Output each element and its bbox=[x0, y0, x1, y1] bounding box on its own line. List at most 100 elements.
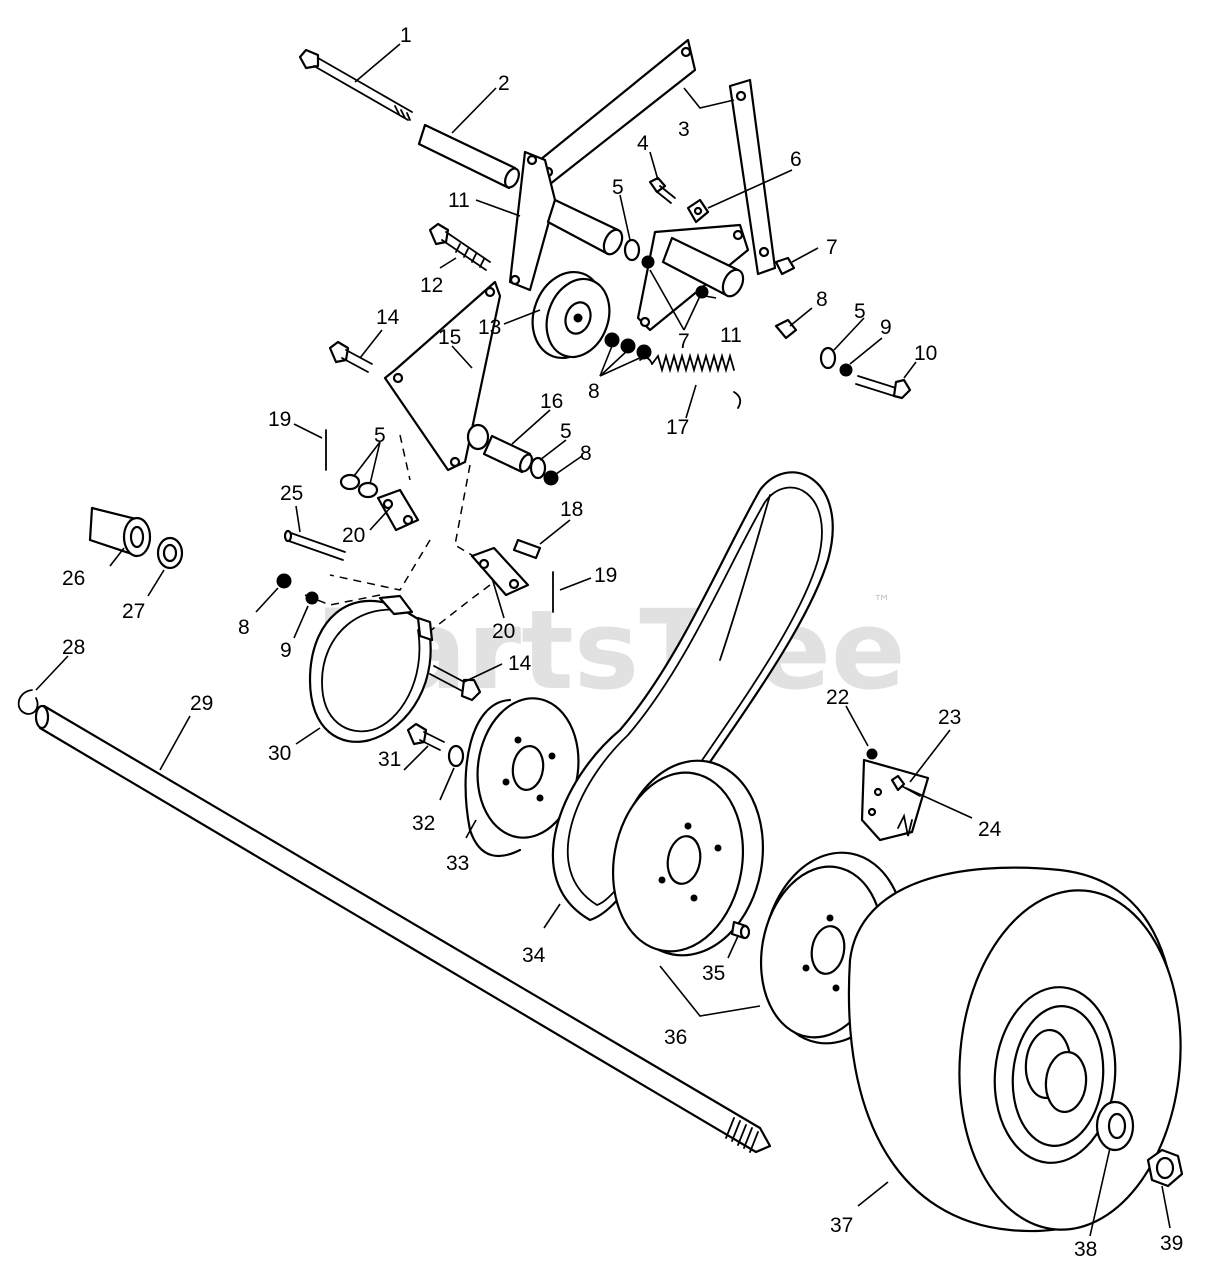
callout-19: 19 bbox=[594, 564, 617, 587]
callout-labels: 1 2 3 4 5 6 7 11 12 7 11 13 8 5 9 10 8 1… bbox=[62, 24, 1183, 1261]
callout-5: 5 bbox=[854, 300, 866, 323]
callout-11: 11 bbox=[448, 189, 470, 212]
part-36-pulley bbox=[611, 759, 765, 957]
callout-6: 6 bbox=[790, 148, 802, 171]
part-8-nut bbox=[604, 332, 620, 348]
part-37-wheel bbox=[847, 866, 1182, 1233]
part-8-nut bbox=[543, 470, 559, 486]
callout-5: 5 bbox=[374, 424, 386, 447]
part-9-lock-nut bbox=[305, 591, 319, 605]
callout-20: 20 bbox=[492, 620, 515, 643]
callout-28: 28 bbox=[62, 636, 85, 659]
callout-35: 35 bbox=[702, 962, 725, 985]
callout-14: 14 bbox=[376, 306, 400, 329]
dashed-link bbox=[399, 434, 411, 481]
part-9-lock-nut bbox=[839, 363, 853, 377]
callout-7: 7 bbox=[826, 236, 838, 259]
callout-34: 34 bbox=[522, 944, 546, 967]
part-5-washer bbox=[357, 481, 379, 499]
part-2-spacer-tube bbox=[417, 123, 520, 190]
callout-15: 15 bbox=[438, 326, 461, 349]
part-10-bolt bbox=[855, 375, 912, 400]
callout-36: 36 bbox=[664, 1026, 687, 1049]
part-8-nut bbox=[636, 344, 652, 360]
part-20-clevis bbox=[470, 546, 530, 597]
callout-31: 31 bbox=[378, 748, 401, 771]
callout-13: 13 bbox=[478, 316, 501, 339]
part-6-tab-washer bbox=[686, 198, 710, 224]
watermark-trademark: ™ bbox=[873, 592, 891, 613]
leader-lines bbox=[35, 43, 1171, 1237]
part-7-nut bbox=[641, 255, 655, 269]
part-35-spacer bbox=[730, 920, 751, 940]
part-15-triangle-plate bbox=[383, 280, 502, 472]
callout-30: 30 bbox=[268, 742, 291, 765]
callout-25: 25 bbox=[280, 482, 303, 505]
part-5-washer bbox=[819, 346, 837, 370]
callout-38: 38 bbox=[1074, 1238, 1097, 1261]
part-5-washer bbox=[529, 456, 547, 480]
part-1-bolt bbox=[298, 48, 413, 121]
callout-10: 10 bbox=[914, 342, 937, 365]
callout-20: 20 bbox=[342, 524, 365, 547]
callout-27: 27 bbox=[122, 600, 145, 623]
callout-17: 17 bbox=[666, 416, 689, 439]
callout-26: 26 bbox=[62, 567, 85, 590]
callout-7: 7 bbox=[678, 330, 690, 353]
part-16-spacer bbox=[482, 434, 534, 474]
part-13-idler-pulley bbox=[531, 270, 611, 360]
callout-29: 29 bbox=[190, 692, 213, 715]
part-11-left-plate bbox=[508, 150, 624, 292]
part-5-washer bbox=[339, 473, 361, 491]
callout-1: 1 bbox=[400, 24, 412, 47]
part-7-nut bbox=[774, 256, 796, 276]
part-28-clip bbox=[17, 689, 39, 715]
part-5-washer bbox=[623, 238, 641, 262]
callout-24: 24 bbox=[978, 818, 1002, 841]
callout-8: 8 bbox=[588, 380, 600, 403]
dashed-link bbox=[304, 594, 381, 606]
part-29-axle bbox=[34, 704, 772, 1154]
dashed-link bbox=[329, 539, 431, 591]
callout-8: 8 bbox=[816, 288, 828, 311]
callout-8: 8 bbox=[238, 616, 250, 639]
part-4-bolt bbox=[648, 176, 676, 204]
callout-4: 4 bbox=[637, 132, 649, 155]
part-12-bolt bbox=[428, 222, 491, 271]
callout-32: 32 bbox=[412, 812, 435, 835]
part-17-spring bbox=[639, 352, 742, 409]
callout-5: 5 bbox=[612, 176, 624, 199]
part-33-brake-drum bbox=[464, 697, 580, 858]
part-30-brake-band bbox=[308, 594, 434, 743]
callout-37: 37 bbox=[830, 1214, 853, 1237]
callout-12: 12 bbox=[420, 274, 443, 297]
part-8-nut bbox=[620, 338, 636, 354]
part-11-right-plate bbox=[636, 223, 750, 332]
part-31-bolt bbox=[406, 722, 445, 751]
part-25-clevis-pin bbox=[283, 529, 346, 561]
callout-33: 33 bbox=[446, 852, 469, 875]
part-8-nut bbox=[276, 573, 292, 589]
part-39-nut bbox=[1146, 1148, 1184, 1188]
part-32-washer bbox=[447, 744, 465, 768]
callout-18: 18 bbox=[560, 498, 583, 521]
part-26-bushing bbox=[88, 506, 152, 558]
part-7-nut bbox=[695, 285, 709, 299]
dashed-link bbox=[454, 464, 481, 561]
part-14-bolt bbox=[429, 665, 482, 702]
part-22-nut bbox=[866, 748, 878, 760]
callout-23: 23 bbox=[938, 706, 961, 729]
callout-8: 8 bbox=[580, 442, 592, 465]
part-38-washer bbox=[1095, 1100, 1135, 1152]
callout-14: 14 bbox=[508, 652, 532, 675]
callout-9: 9 bbox=[280, 639, 292, 662]
part-18-clevis-pin bbox=[512, 538, 542, 560]
callout-16: 16 bbox=[540, 390, 563, 413]
part-20-clevis bbox=[376, 488, 420, 532]
part-27-washer bbox=[156, 536, 184, 570]
callout-2: 2 bbox=[498, 72, 510, 95]
dashed-link bbox=[424, 584, 491, 636]
callout-11: 11 bbox=[720, 324, 742, 347]
callout-39: 39 bbox=[1160, 1232, 1183, 1255]
